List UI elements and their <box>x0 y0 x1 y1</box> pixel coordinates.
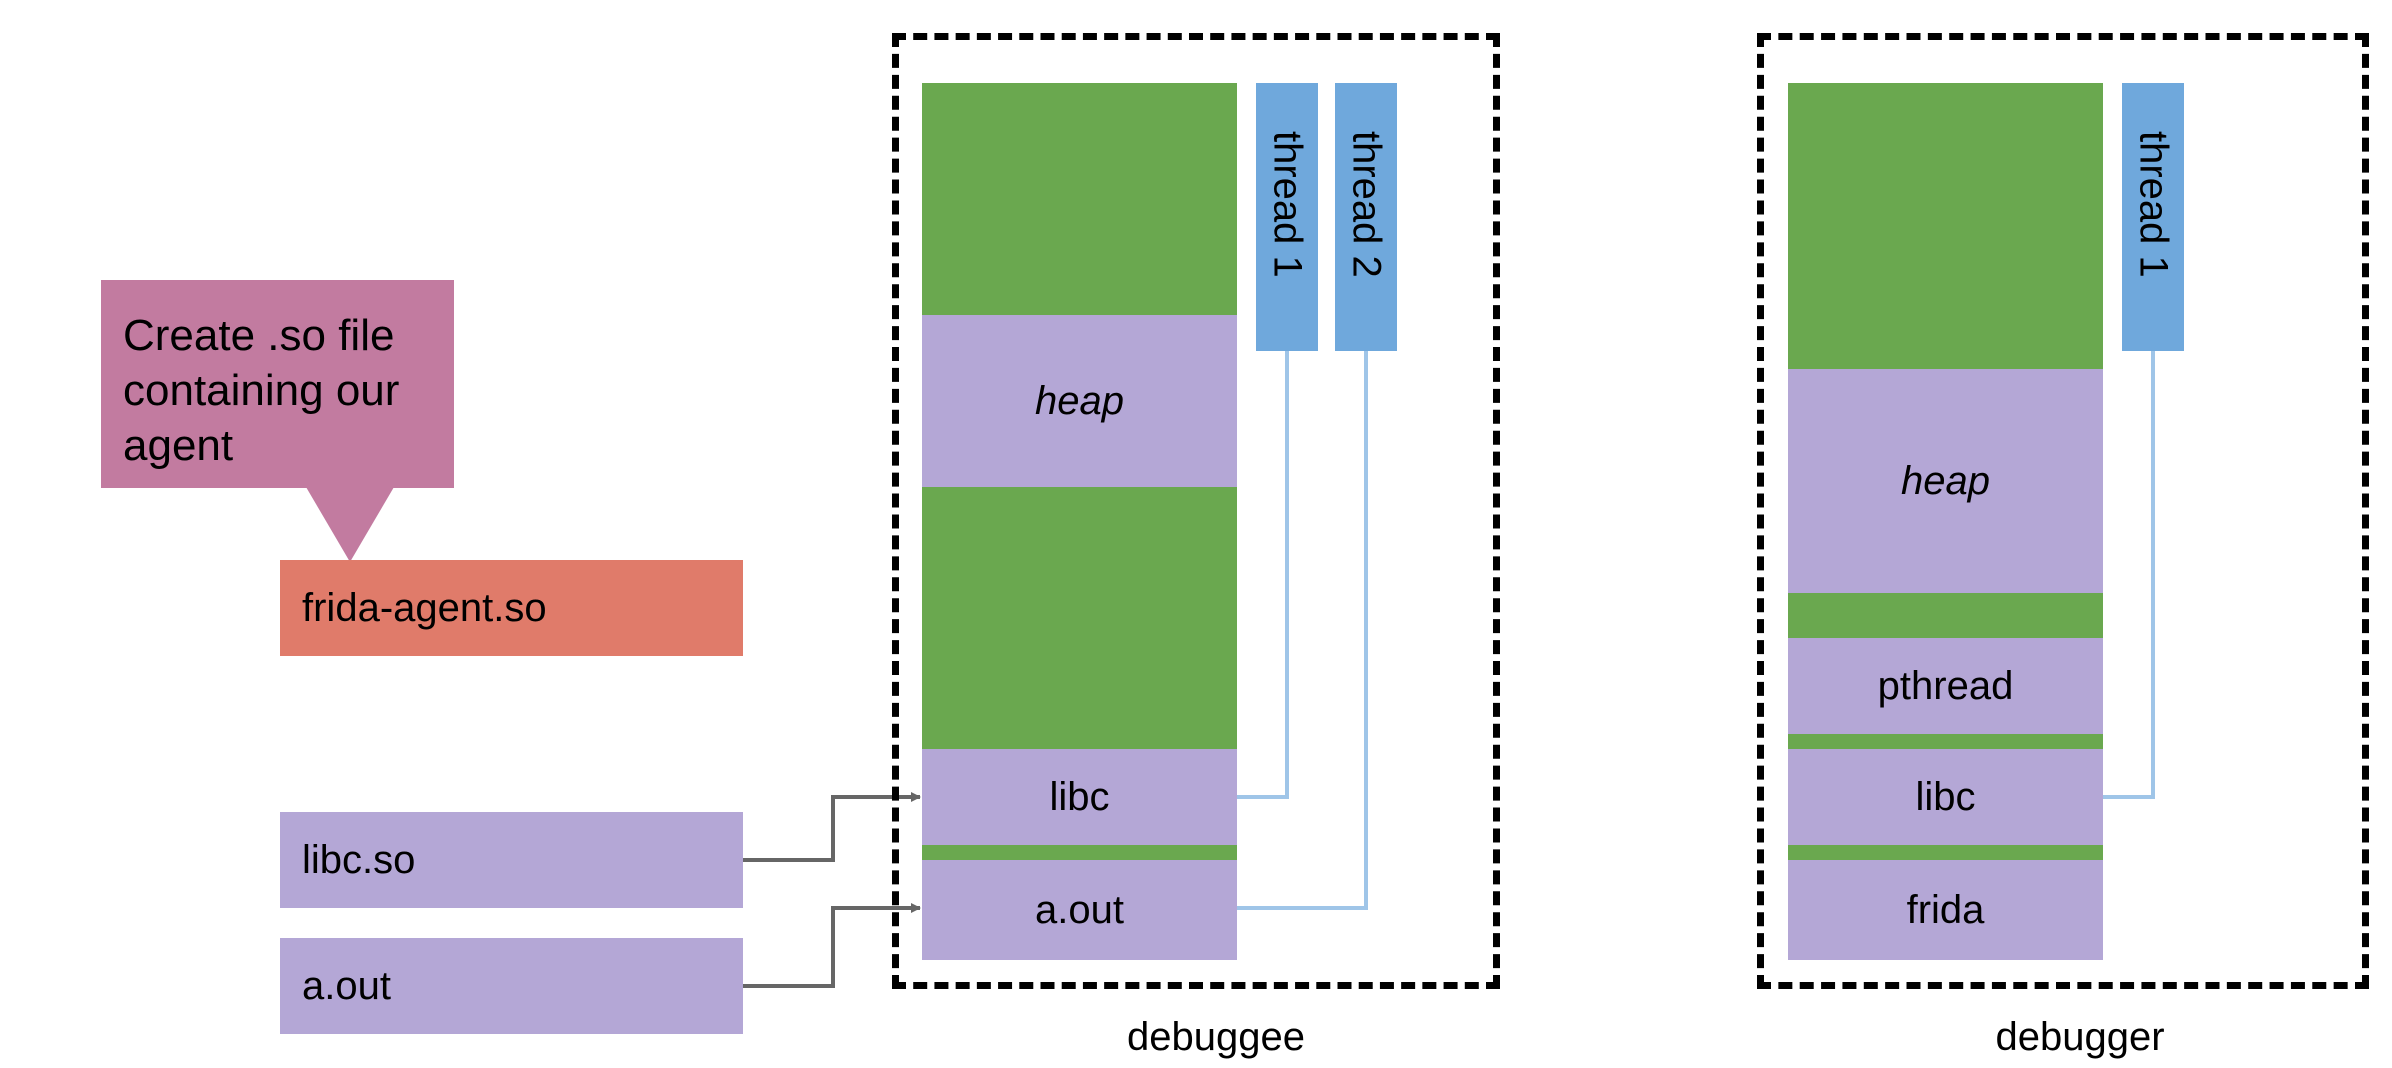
aout-file-label: a.out <box>302 963 391 1008</box>
debuggee-thread1: thread 1 <box>1256 83 1318 351</box>
debugger-process-boundary <box>1757 33 2369 989</box>
debuggee-heap-label: heap <box>1035 378 1124 423</box>
thread2-to-aout-line <box>1237 348 1368 910</box>
debugger-heap: heap <box>1788 369 2103 593</box>
debugger-libc: libc <box>1788 749 2103 845</box>
libc-so-file: libc.so <box>280 812 743 908</box>
debugger-thread1-label: thread 1 <box>2131 131 2176 278</box>
debugger-thread1: thread 1 <box>2122 83 2184 351</box>
debugger-frida: frida <box>1788 860 2103 960</box>
debugger-pthread-label: pthread <box>1877 663 2014 708</box>
debugger-caption: debugger <box>1995 1015 2165 1059</box>
debuggee-aout-label: a.out <box>1035 887 1124 932</box>
callout-text: Create .so file containing our agent <box>123 311 400 470</box>
aout-load-arrow <box>743 903 921 988</box>
debugger-heap-label: heap <box>1901 458 1990 503</box>
debugger-frida-label: frida <box>1906 887 1985 932</box>
debuggee-thread2: thread 2 <box>1335 83 1397 351</box>
debuggee-thread2-label: thread 2 <box>1344 131 1389 278</box>
callout-box: Create .so file containing our agent <box>101 280 454 488</box>
debuggee-caption: debuggee <box>1127 1015 1305 1059</box>
frida-agent-file: frida-agent.so <box>280 560 743 656</box>
debugger-thread1-to-libc-line <box>2103 348 2155 799</box>
aout-file: a.out <box>280 938 743 1034</box>
debuggee-thread1-label: thread 1 <box>1265 131 1310 278</box>
libc-so-label: libc.so <box>302 837 416 882</box>
debuggee-process-boundary <box>892 33 1500 989</box>
frida-agent-label: frida-agent.so <box>302 585 547 630</box>
thread1-to-libc-line <box>1237 348 1289 799</box>
callout-pointer <box>306 487 394 562</box>
debuggee-libc-label: libc <box>1049 774 1110 819</box>
libc-load-arrow <box>743 792 921 862</box>
debuggee-aout: a.out <box>922 860 1237 960</box>
debuggee-heap: heap <box>922 315 1237 487</box>
debugger-libc-label: libc <box>1915 774 1976 819</box>
debugger-pthread: pthread <box>1788 638 2103 734</box>
debuggee-libc: libc <box>922 749 1237 845</box>
